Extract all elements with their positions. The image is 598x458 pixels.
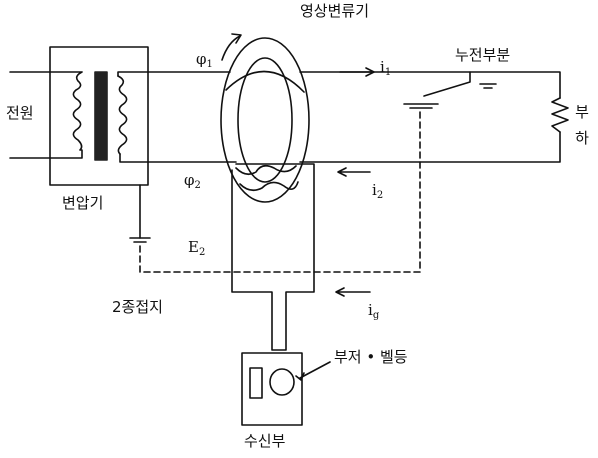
- load-label-bottom: 하: [575, 129, 589, 147]
- primary-winding: [9, 71, 83, 159]
- i1-arrow: [339, 67, 375, 77]
- i2-arrow: [337, 167, 371, 177]
- receiver-label: 수신부: [244, 432, 286, 450]
- ground-label: 2종접지: [112, 298, 163, 316]
- ig-arrow: [335, 287, 371, 297]
- transformer-core: [94, 71, 108, 161]
- line-upper: [299, 71, 561, 99]
- phi2-label: φ2: [184, 171, 201, 191]
- receiver-housing: [231, 163, 315, 351]
- i1-label: i1: [380, 58, 392, 78]
- leakage-path: [139, 111, 421, 273]
- leak-switch: [423, 71, 471, 97]
- zct-label: 영상변류기: [300, 2, 370, 20]
- i2-label: i2: [372, 181, 384, 201]
- ig-label: ig: [368, 301, 380, 321]
- zct-core-inner: [237, 57, 293, 183]
- transformer-box: [49, 46, 149, 186]
- indicator-lamp: [249, 367, 263, 399]
- buzzer-bell: [269, 368, 295, 396]
- power-label: 전원: [6, 104, 34, 122]
- line-lower: [299, 131, 561, 163]
- zct-core-outer: [220, 37, 310, 203]
- buzzer-label: 부저 • 벨등: [334, 348, 408, 366]
- load-label-top: 부: [575, 103, 589, 121]
- e2-label: E2: [188, 238, 206, 258]
- leak-part-label: 누전부분: [455, 46, 511, 64]
- zct-winding: [235, 164, 299, 192]
- phi1-label: φ1: [196, 50, 213, 70]
- load-resistor: [551, 97, 569, 133]
- buzzer-leader: [299, 361, 331, 379]
- secondary-winding: [117, 75, 128, 155]
- receiver-box: [241, 352, 303, 426]
- flux-arrow: [221, 35, 241, 61]
- transformer-label: 변압기: [62, 194, 104, 212]
